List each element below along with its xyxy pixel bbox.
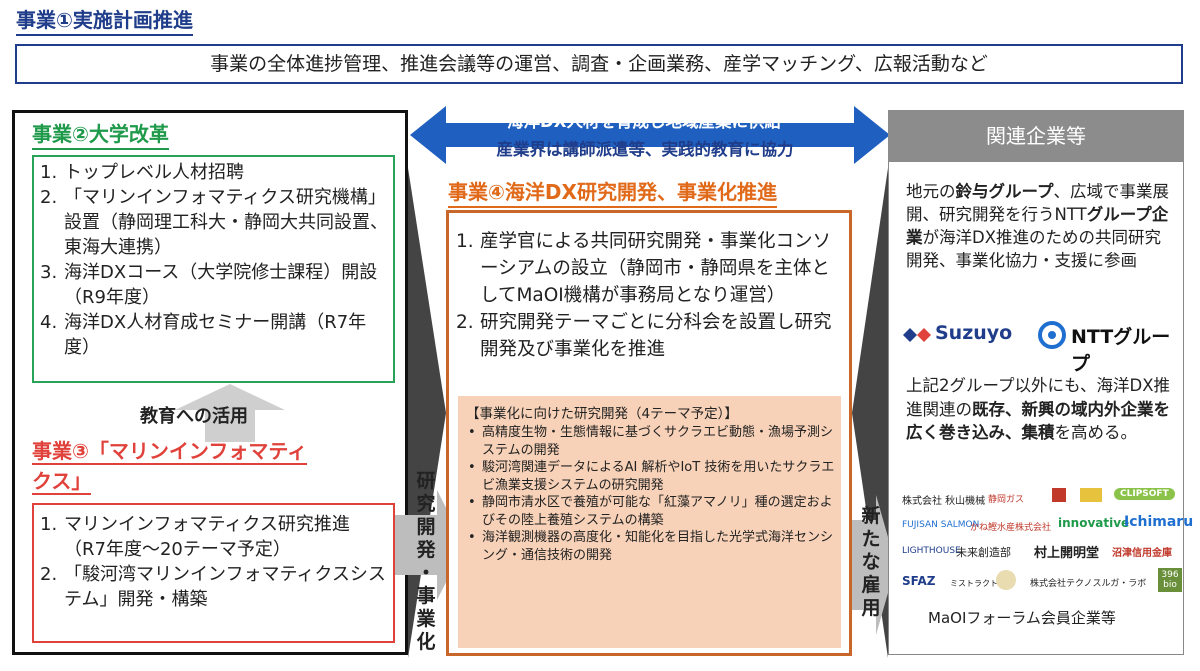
up-arrow-icon [175,384,285,442]
research-title: 事業④海洋DX研究開発、事業化推進 [448,178,777,208]
univ-reform-box [32,155,395,383]
partner-logos: Suzuyo NTTグループ [903,320,1183,375]
list-item: •海洋観測機器の高度化・知能化を目指した光学式海洋センシング・通信技術の開発 [468,530,834,563]
member-logo-icon [1080,488,1102,502]
member-logo: 沼津信用金庫 [1112,548,1172,559]
member-logo-icon [996,570,1016,590]
page-title: 事業①実施計画推進 [16,6,193,36]
member-logo: FUJISAN SALMON [902,520,980,530]
ntt-logo: NTTグループ [1071,326,1171,375]
list-item: 1.トップレベル人材招聘 [40,162,244,183]
member-logo: innovative [1058,516,1130,530]
member-logo: LIGHTHOUSE [902,546,961,556]
member-logo: CLIPSOFT [1114,488,1175,500]
member-logo: SFAZ [902,574,936,588]
overview-banner: 事業の全体進捗管理、推進会議等の運営、調査・企画業務、産学マッチング、広報活動な… [15,44,1183,84]
companies-panel [888,160,1184,655]
marine-informatics-title: 事業③「マリンインフォマティクス」 [32,439,308,495]
list-item: 2.「マリンインフォマティクス研究機構」設置（静岡理工科大・静岡大共同設置、東海… [40,187,388,258]
vertical-label-employment: 新 た な 雇 用 [861,505,881,619]
list-item: 2.研究開発テーマごとに分科会を設置し研究開発及び事業化を推進 [456,312,832,360]
commercialization-title: 【事業化に向けた研究開発（4テーマ予定）】 [466,406,738,422]
edu-usage-label: 教育への活用 [140,406,248,427]
commercialization-box [458,396,841,648]
list-item: 1.マリンインフォマティクス研究推進（R7年度～20テーマ予定） [40,514,350,560]
member-logo-icon [1052,488,1066,502]
marine-informatics-list: 1.マリンインフォマティクス研究推進（R7年度～20テーマ予定） 2.「駿河湾マ… [40,512,390,612]
double-arrow-icon [410,106,890,164]
member-logo: 396 bio [1158,568,1182,592]
suzuyo-logo-icon [903,328,931,342]
member-logo: ミストラクト [950,579,998,588]
member-logo: 村上開明堂 [1034,546,1100,561]
member-logo: 株式会社テクノスルガ・ラボ [1030,579,1147,589]
univ-reform-title: 事業②大学改革 [32,120,169,150]
member-logo: 株式会社 秋山機械 [902,496,986,507]
companies-text-2: 上記2グループ以外にも、海洋DX推進関連の既存、新興の域内外企業を広く巻き込み、… [906,376,1171,442]
list-item: •静岡市清水区で養殖が可能な「紅藻アマノリ」種の選定およびその陸上養殖システムの… [468,495,833,528]
vertical-label-rnd: 研 究 開 発 ・ 事 業 化 [416,470,436,653]
arrow-label-cooperate: 産業界は講師派遣等、実践的教育に協力 [496,140,794,159]
ntt-logo-icon [1038,321,1066,349]
member-footer: MaOIフォーラム会員企業等 [928,609,1116,627]
list-item: 1.産学官による共同研究開発・事業化コンソーシアムの設立（静岡市・静岡県を主体と… [456,231,831,306]
member-logo: 未来創造部 [956,546,1011,559]
list-item: 4.海洋DX人材育成セミナー開講（R7年度） [40,312,367,358]
arrow-label-supply: 海洋DX人材を育成し地域産業に供給 [507,112,781,131]
suzuyo-logo: Suzuyo [935,322,1013,344]
list-item: •高精度生物・生態情報に基づくサクラエビ動態・漁場予測システムの開発 [468,425,834,458]
univ-reform-list: 1.トップレベル人材招聘 2.「マリンインフォマティクス研究機構」設置（静岡理工… [40,160,390,360]
list-item: 2.「駿河湾マリンインフォマティクスシステム」開発・構築 [40,564,386,610]
list-item: 3.海洋DXコース（大学院修士課程）開設（R9年度） [40,262,378,308]
companies-header: 関連企業等 [888,110,1184,162]
member-logo: Ichimaru [1124,514,1194,530]
commercialization-list: •高精度生物・生態情報に基づくサクラエビ動態・漁場予測システムの開発 •駿河湾関… [466,424,836,564]
member-logo: かね鰹水産株式会社 [970,523,1052,533]
research-list: 1.産学官による共同研究開発・事業化コンソーシアムの設立（静岡市・静岡県を主体と… [456,228,841,363]
companies-text-1: 地元の鈴与グループ、広域で事業展開、研究開発を行うNTTグループ企業が海洋DX推… [906,182,1170,270]
list-item: •駿河湾関連データによるAI 解析やIoT 技術を用いたサクラエビ漁業支援システ… [468,460,835,493]
member-logo: 静岡ガス [988,495,1025,505]
arrow-right-icon [850,495,896,635]
marine-informatics-box [32,503,395,643]
